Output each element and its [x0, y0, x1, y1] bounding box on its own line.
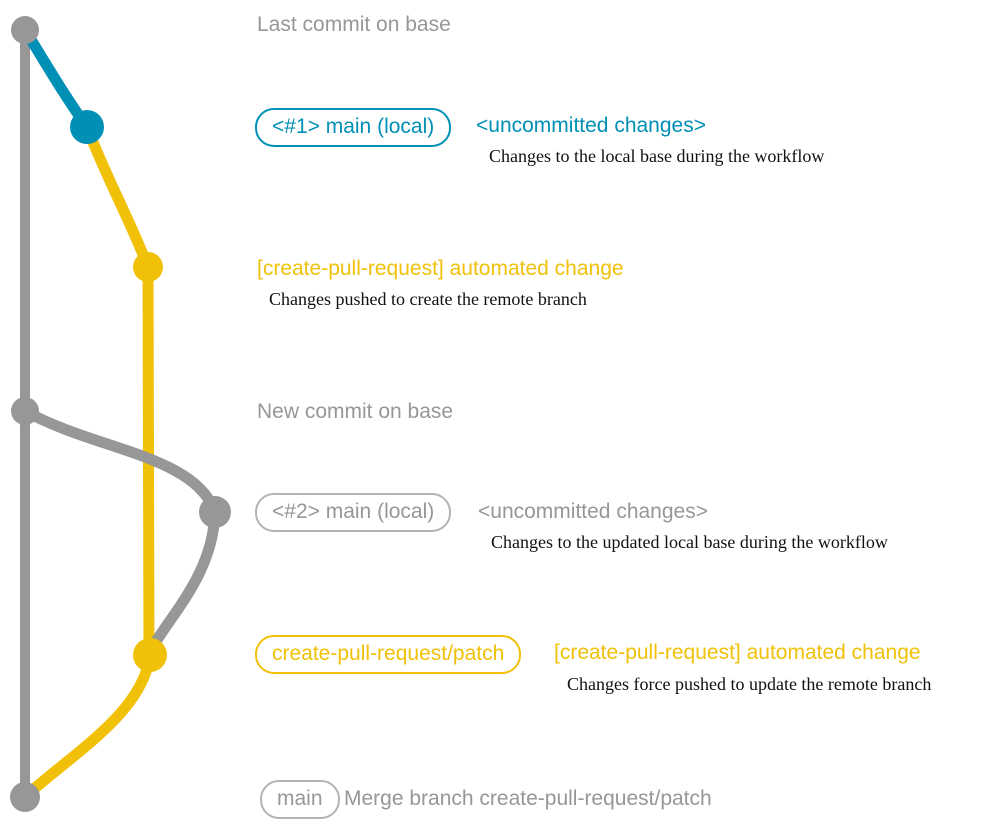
note-uncommitted-changes-1: Changes to the local base during the wor…	[489, 146, 825, 166]
note-automated-change-1: Changes pushed to create the remote bran…	[269, 289, 587, 309]
commit-dot-automated-1	[133, 252, 163, 282]
commit-dot-uncommitted-1	[70, 110, 104, 144]
commit-dot-merge	[10, 782, 40, 812]
badge-create-pull-request-patch: create-pull-request/patch	[255, 635, 522, 675]
headline-automated-change-2: [create-pull-request] automated change	[554, 641, 921, 664]
commit-dot-new-base	[11, 397, 39, 425]
commit-dot-automated-2	[133, 638, 167, 672]
main-local-2-branch-curve	[19, 405, 221, 518]
commit-dot-uncommitted-2	[199, 496, 231, 528]
label-last-commit-on-base: Last commit on base	[257, 13, 451, 36]
label-new-commit-on-base: New commit on base	[257, 400, 454, 423]
badge-main-local-2: <#2> main (local)	[255, 493, 452, 533]
patch-branch-curve-top	[81, 121, 154, 273]
headline-uncommitted-changes-2: <uncommitted changes>	[478, 500, 708, 523]
note-uncommitted-changes-2: Changes to the updated local base during…	[491, 532, 888, 552]
commit-dot-last-base	[11, 16, 39, 44]
headline-uncommitted-changes-1: <uncommitted changes>	[476, 114, 706, 137]
badge-main: main	[260, 780, 340, 820]
main-local-1-branch-curve	[19, 24, 93, 133]
headline-automated-change-1: [create-pull-request] automated change	[257, 257, 624, 280]
main-local-2-to-patch-curve	[145, 506, 221, 656]
headline-merge-branch: Merge branch create-pull-request/patch	[344, 787, 712, 810]
patch-merge-curve	[21, 649, 156, 801]
badge-main-local-1: <#1> main (local)	[255, 108, 452, 148]
note-automated-change-2: Changes force pushed to update the remot…	[567, 674, 932, 694]
